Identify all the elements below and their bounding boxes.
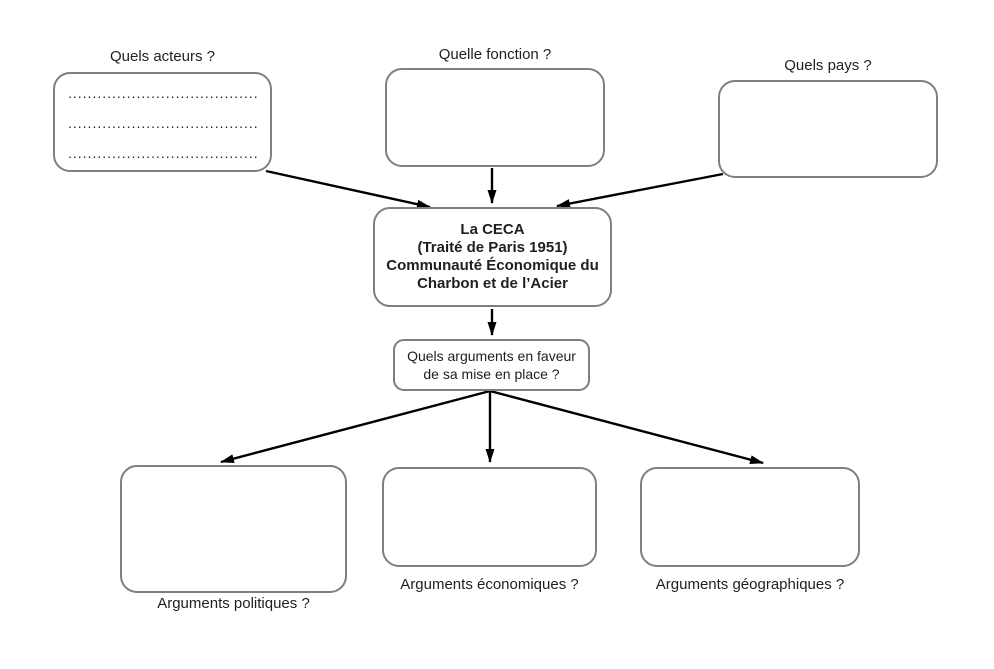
arrow-acteurs-to-ceca <box>265 169 431 209</box>
answer-dotted-line: ........................................… <box>68 86 258 101</box>
politiques-answer-box[interactable] <box>120 465 347 593</box>
pays-question-label: Quels pays ? <box>784 57 872 74</box>
geographiques-question-label: Arguments géographiques ? <box>655 576 845 593</box>
ceca-central-node: La CECA (Traité de Paris 1951) Communaut… <box>373 207 612 307</box>
fonction-answer-box[interactable] <box>385 68 605 167</box>
geographiques-answer-box[interactable] <box>640 467 860 567</box>
answer-dotted-line: ........................................… <box>68 146 258 161</box>
pays-answer-box[interactable] <box>718 80 938 178</box>
answer-dotted-line: ........................................… <box>68 116 258 131</box>
arguments-question-node: Quels arguments en faveur de sa mise en … <box>393 339 590 391</box>
arrow-arguments-to-politiques <box>220 389 491 464</box>
arrow-arguments-to-geographiques <box>489 389 764 465</box>
acteurs-question-label: Quels acteurs ? <box>109 48 216 65</box>
ceca-treaty-line: (Traité de Paris 1951) <box>417 239 568 256</box>
economiques-question-label: Arguments économiques ? <box>400 576 579 593</box>
politiques-question-label: Arguments politiques ? <box>157 595 310 612</box>
arrow-pays-to-ceca <box>556 172 724 208</box>
acteurs-answer-box[interactable]: ........................................… <box>53 72 272 172</box>
arguments-question-line: de sa mise en place ? <box>423 366 560 382</box>
ceca-title-line: La CECA <box>460 221 525 238</box>
fonction-question-label: Quelle fonction ? <box>438 46 552 63</box>
ceca-name-line: Communauté Économique du <box>386 257 599 274</box>
economiques-answer-box[interactable] <box>382 467 597 567</box>
arguments-question-line: Quels arguments en faveur <box>407 348 576 364</box>
ceca-name-line: Charbon et de l’Acier <box>417 275 568 292</box>
